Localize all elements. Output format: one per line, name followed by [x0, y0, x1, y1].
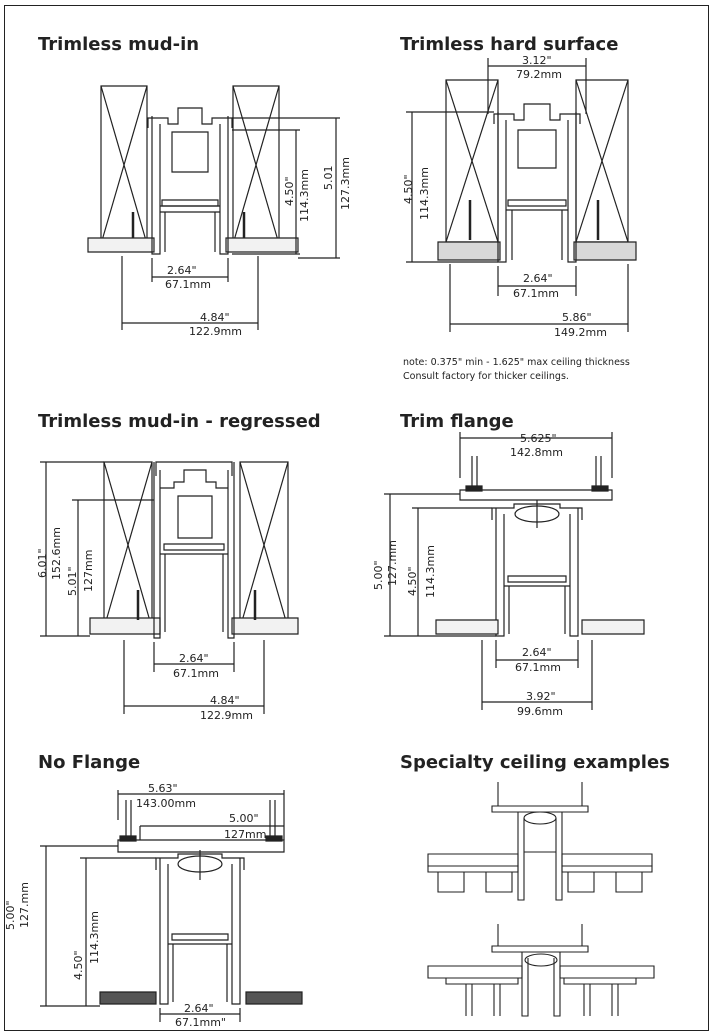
title-trimless-mud-in: Trimless mud-in	[38, 34, 200, 55]
dim-flange-top-in: 5.625"	[520, 432, 557, 445]
dim-flange-inner-mm: 67.1mm	[515, 661, 561, 674]
dim-flange-outer-in: 3.92"	[526, 690, 556, 703]
dim-hard-inner-in: 2.64"	[523, 272, 553, 285]
dim-flange-top-mm: 142.8mm	[510, 446, 563, 459]
dim-mud-in-outer-in: 4.84"	[200, 311, 230, 324]
title-specialty-ceiling: Specialty ceiling examples	[400, 752, 670, 773]
dim-noflange-mid-in: 5.00"	[229, 812, 259, 825]
dim-regressed-outer-in: 4.84"	[210, 694, 240, 707]
dim-hard-outer-in: 5.86"	[562, 311, 592, 324]
sheet-border	[4, 5, 709, 1031]
dim-flange-outer-mm: 99.6mm	[517, 705, 563, 718]
dim-noflange-mid-mm: 127mm	[224, 828, 267, 841]
title-no-flange: No Flange	[38, 752, 141, 773]
dim-noflange-top-mm: 143.00mm	[136, 797, 196, 810]
title-trim-flange: Trim flange	[400, 411, 514, 432]
title-trimless-hard-surface: Trimless hard surface	[400, 34, 619, 55]
dim-flange-inner-in: 2.64"	[522, 646, 552, 659]
dim-regressed-outer-mm: 122.9mm	[200, 709, 253, 722]
dim-noflange-inner-mm: 67.1mm"	[175, 1016, 226, 1029]
dim-hard-top-mm: 79.2mm	[516, 68, 562, 81]
dim-mud-in-inner-in: 2.64"	[167, 264, 197, 277]
dim-regressed-inner-in: 2.64"	[179, 652, 209, 665]
dim-hard-top-in: 3.12"	[522, 54, 552, 67]
dim-noflange-inner-in: 2.64"	[184, 1002, 214, 1015]
dim-mud-in-inner-mm: 67.1mm	[165, 278, 211, 291]
dim-noflange-top-in: 5.63"	[148, 782, 178, 795]
dim-mud-in-outer-mm: 122.9mm	[189, 325, 242, 338]
note-consult-factory: Consult factory for thicker ceilings.	[403, 371, 569, 382]
dim-hard-inner-mm: 67.1mm	[513, 287, 559, 300]
dim-regressed-inner-mm: 67.1mm	[173, 667, 219, 680]
title-mud-in-regressed: Trimless mud-in - regressed	[38, 411, 321, 432]
dim-hard-outer-mm: 149.2mm	[554, 326, 607, 339]
note-ceiling-thickness: note: 0.375" min - 1.625" max ceiling th…	[403, 357, 630, 368]
